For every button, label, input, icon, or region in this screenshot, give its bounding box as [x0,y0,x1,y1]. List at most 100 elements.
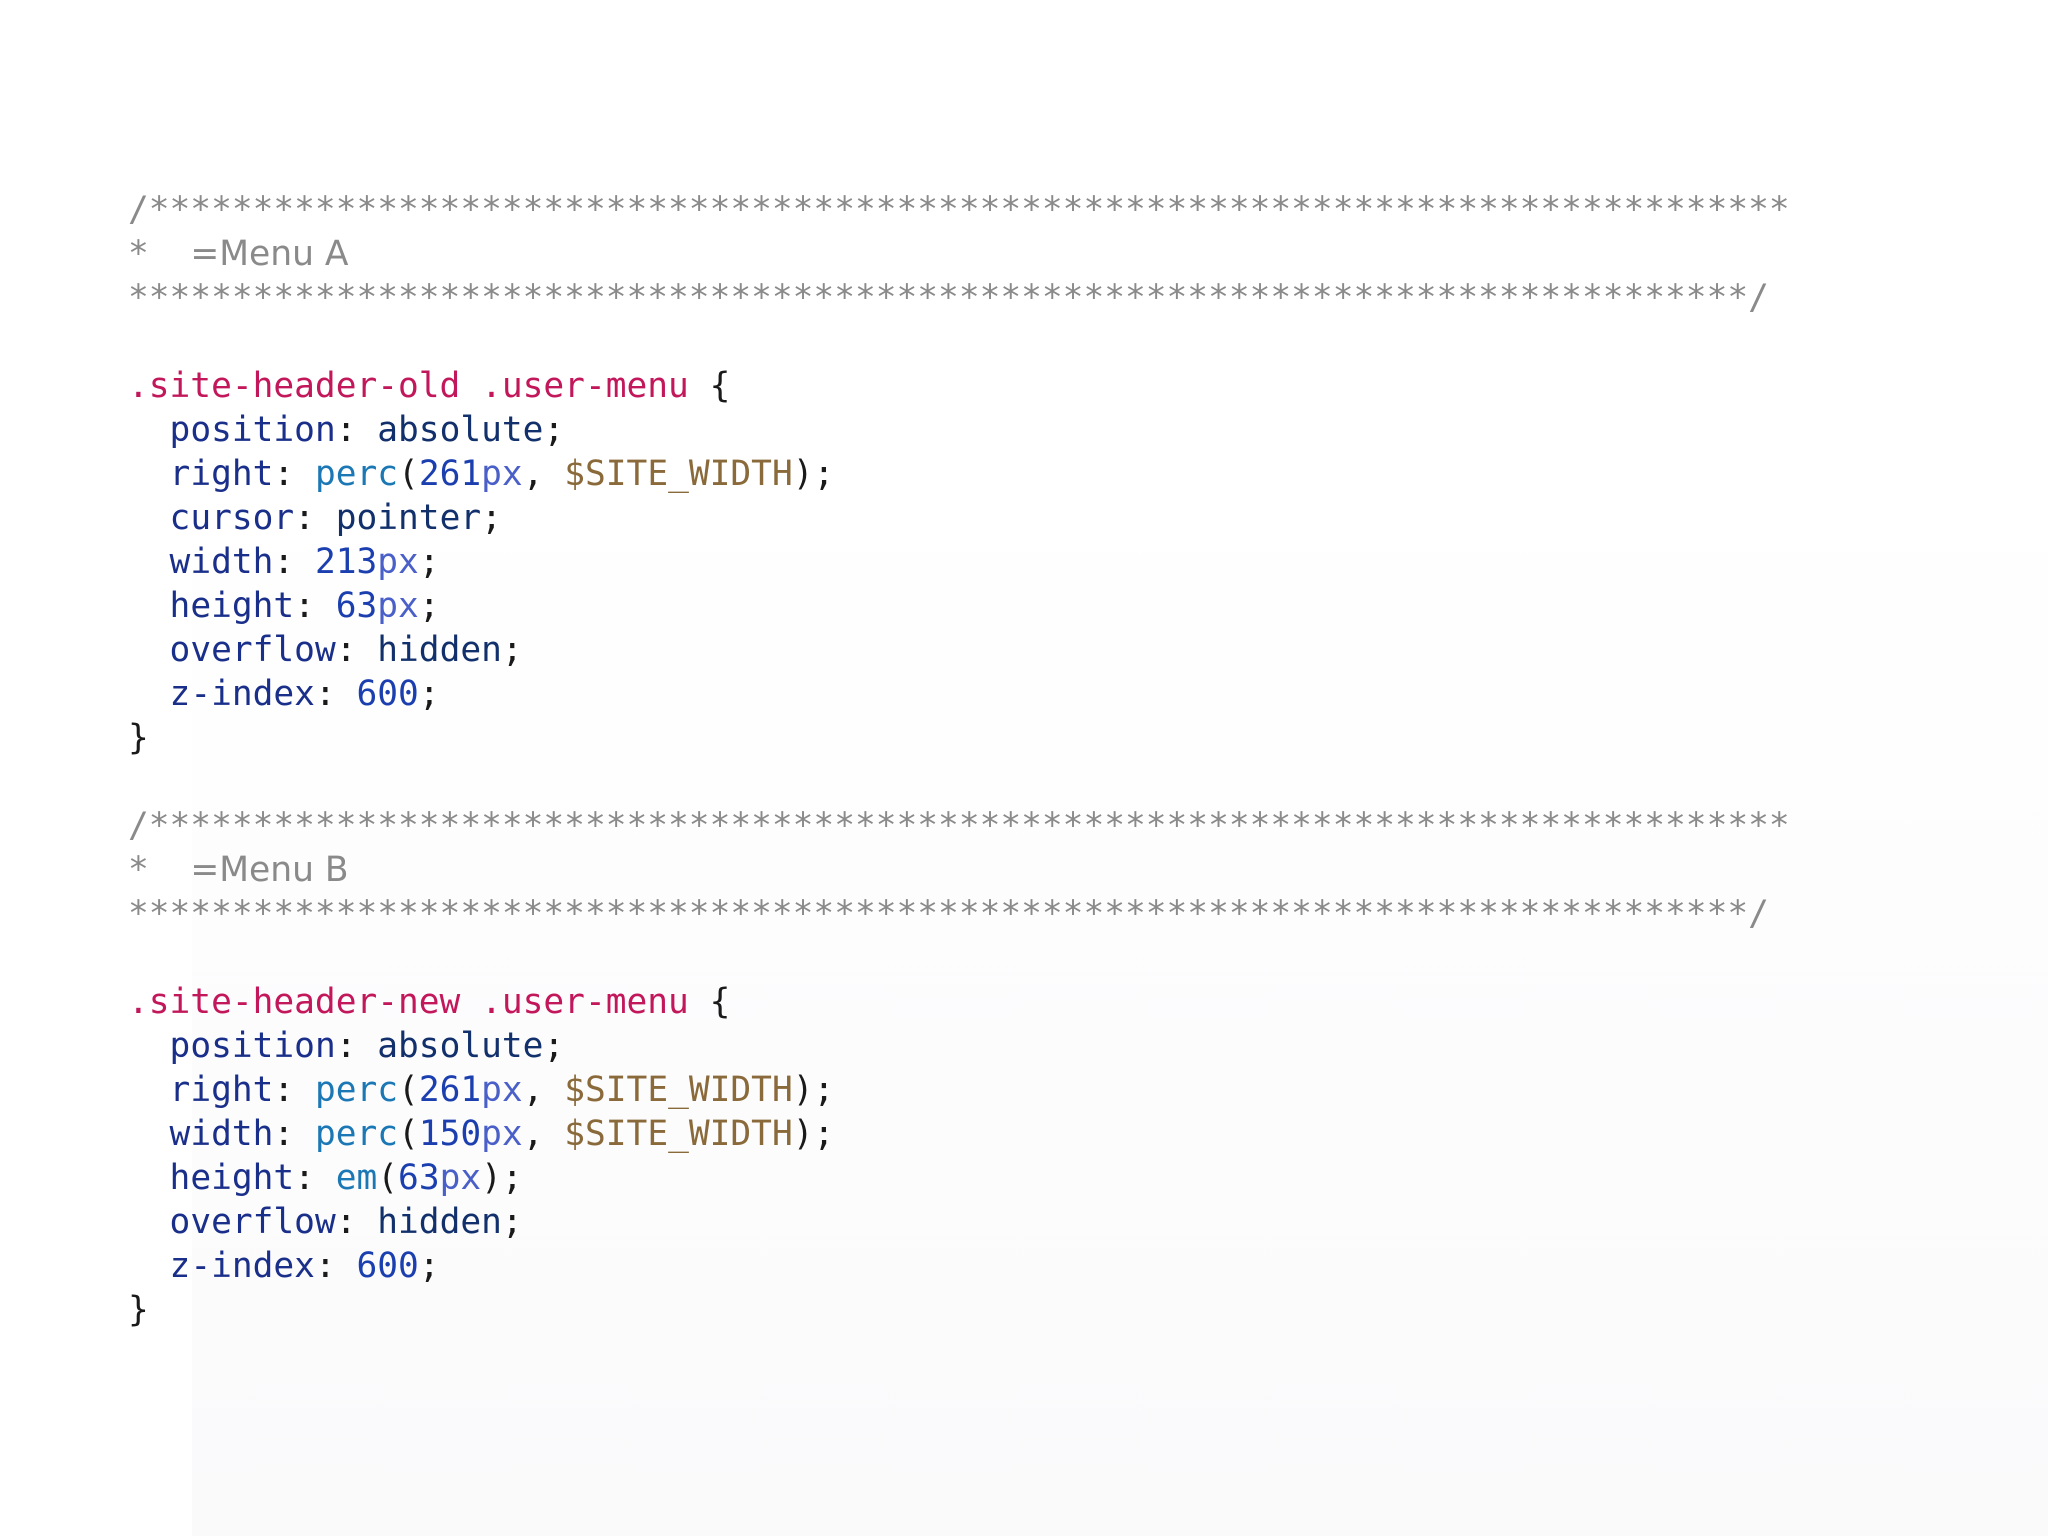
css-declaration: z-index: 600; [128,1244,1790,1288]
close-brace: } [128,1290,149,1330]
css-declaration: right: perc(261px, $SITE_WIDTH); [128,1068,1790,1112]
comment-star: * [128,850,149,890]
comment-rule-bottom: ****************************************… [128,894,1769,934]
css-declaration: height: 63px; [128,584,1790,628]
comment-rule-bottom: ****************************************… [128,278,1769,318]
semicolon: ; [501,1202,523,1242]
css-function: em [335,1158,378,1198]
css-selector: .site-header-new .user-menu [128,982,689,1022]
colon: : [335,410,378,450]
semicolon: ; [418,674,440,714]
background-shade [192,470,2048,1536]
section-title: =Menu A [190,234,349,274]
css-unit: px [439,1158,482,1198]
css-unit: px [481,1114,523,1154]
css-function: perc [314,1070,399,1110]
css-property: z-index [169,674,315,714]
colon: : [335,1026,378,1066]
colon: : [314,674,357,714]
paren-close: ) [481,1158,502,1198]
paren-close: ) [792,1114,814,1154]
code-listing: /***************************************… [128,188,1790,1332]
rule-close-line: } [128,1288,1790,1332]
semicolon: ; [813,1114,835,1154]
semicolon: ; [481,498,502,538]
semicolon: ; [543,410,565,450]
css-function: perc [314,1114,399,1154]
colon: : [294,1158,336,1198]
css-property: right [169,454,274,494]
comment-line-title: * =Menu B [128,848,1790,892]
css-unit: px [377,542,419,582]
css-number: 600 [356,674,419,714]
css-property: position [169,1026,336,1066]
css-number: 261 [418,1070,482,1110]
comment-line-title: * =Menu A [128,232,1790,276]
paren-open: ( [377,1158,399,1198]
css-value: pointer [335,498,482,538]
css-declaration: right: perc(261px, $SITE_WIDTH); [128,452,1790,496]
comment-line-bottom: ****************************************… [128,276,1790,320]
colon: : [294,586,336,626]
colon: : [273,1070,315,1110]
semicolon: ; [418,586,440,626]
comment-star: * [128,234,149,274]
css-value: hidden [377,630,502,670]
css-declaration: overflow: hidden; [128,1200,1790,1244]
semicolon: ; [501,1158,523,1198]
rule-selector-line: .site-header-old .user-menu { [128,364,1790,408]
blank-line [128,760,1790,804]
paren-open: ( [398,454,419,494]
comma: , [522,454,565,494]
css-declaration: position: absolute; [128,408,1790,452]
comma: , [522,1070,565,1110]
comma: , [522,1114,565,1154]
css-value: hidden [377,1202,502,1242]
css-property: height [169,1158,295,1198]
css-property: height [169,586,295,626]
semicolon: ; [813,454,835,494]
css-selector: .site-header-old .user-menu [128,366,689,406]
comment-rule-top: /***************************************… [128,190,1790,230]
comment-rule-top: /***************************************… [128,806,1790,846]
paren-open: ( [398,1114,419,1154]
scss-variable: $SITE_WIDTH [564,1114,793,1154]
css-property: overflow [169,1202,336,1242]
colon: : [273,1114,315,1154]
css-property: right [169,1070,274,1110]
semicolon: ; [418,542,440,582]
comment-line-top: /***************************************… [128,804,1790,848]
css-property: position [169,410,336,450]
css-property: overflow [169,630,336,670]
open-brace: { [709,982,731,1022]
css-value: absolute [377,410,544,450]
scss-variable: $SITE_WIDTH [564,454,793,494]
css-unit: px [481,1070,523,1110]
css-declaration: overflow: hidden; [128,628,1790,672]
colon: : [294,498,336,538]
section-title: =Menu B [190,850,349,890]
colon: : [335,630,378,670]
css-property: width [169,542,274,582]
comment-line-top: /***************************************… [128,188,1790,232]
colon: : [273,454,315,494]
css-function: perc [314,454,399,494]
paren-close: ) [792,454,814,494]
colon: : [273,542,315,582]
css-declaration: z-index: 600; [128,672,1790,716]
css-property: width [169,1114,274,1154]
colon: : [314,1246,357,1286]
colon: : [335,1202,378,1242]
paren-open: ( [398,1070,419,1110]
css-property: cursor [169,498,295,538]
css-unit: px [377,586,419,626]
semicolon: ; [418,1246,440,1286]
css-number: 600 [356,1246,419,1286]
semicolon: ; [501,630,523,670]
css-declaration: position: absolute; [128,1024,1790,1068]
css-declaration: height: em(63px); [128,1156,1790,1200]
css-number: 261 [418,454,482,494]
scss-variable: $SITE_WIDTH [564,1070,793,1110]
comment-line-bottom: ****************************************… [128,892,1790,936]
rule-selector-line: .site-header-new .user-menu { [128,980,1790,1024]
